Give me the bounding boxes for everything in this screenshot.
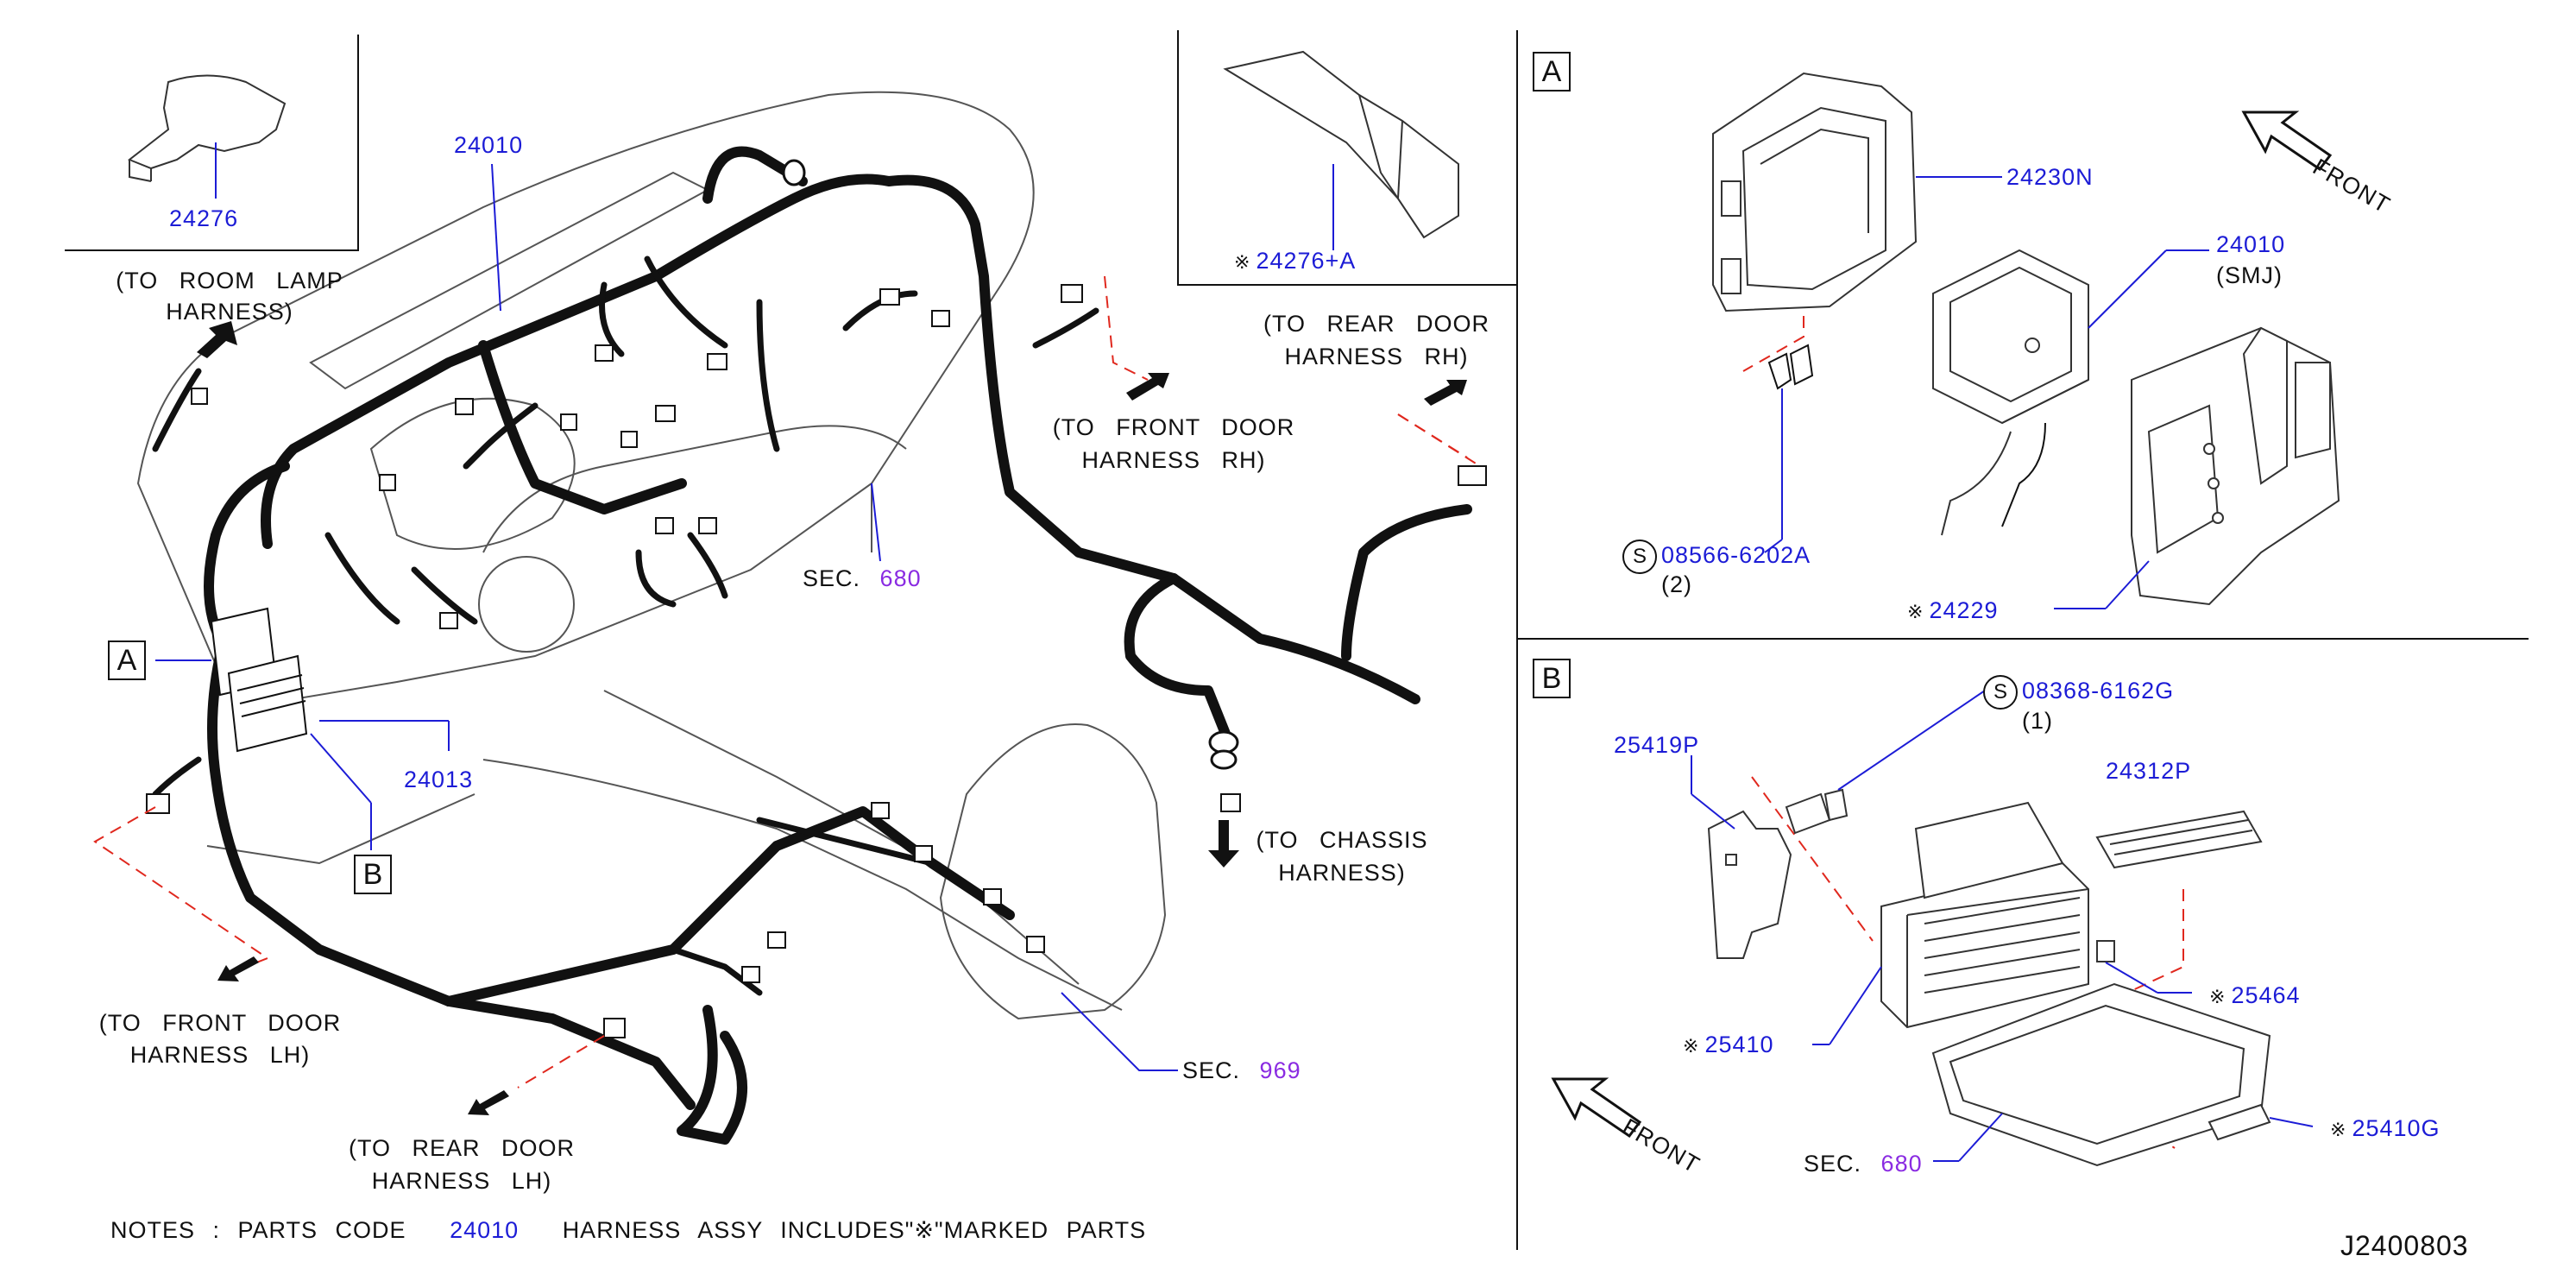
harness-branches [152, 256, 1099, 996]
panel-key-a: A [1533, 52, 1571, 92]
screw-symbol-b: S [1983, 675, 2018, 710]
note-rear-door-rh-line1: (TO REAR DOOR [1263, 311, 1490, 337]
part-24276a-drawing [1223, 50, 1459, 250]
dashboard-outline [136, 91, 1167, 1020]
direction-arrows [197, 321, 1467, 1115]
note-chassis-line2: HARNESS) [1278, 860, 1406, 886]
callout-24010-smj[interactable]: 24010 [2216, 231, 2286, 257]
ref-mark: ※ [2209, 986, 2226, 1007]
callout-25410[interactable]: ※25410 [1683, 1032, 1774, 1058]
junction-block-24013 [210, 607, 450, 850]
note-room-lamp-line2: HARNESS) [166, 299, 293, 325]
panel-key-b: B [1533, 659, 1571, 698]
smj-label: (SMJ) [2216, 262, 2283, 288]
part-24276-drawing [128, 74, 287, 199]
callout-25410g[interactable]: ※25410G [2330, 1115, 2441, 1142]
screw-symbol-a: S [1622, 540, 1657, 574]
note-front-door-rh-line2: HARNESS RH) [1081, 447, 1266, 473]
front-arrows [1551, 110, 2333, 1139]
sec-680-detail-b[interactable]: SEC. 680 [1804, 1151, 1923, 1177]
callout-25464-number[interactable]: 25464 [2231, 982, 2301, 1008]
dashed-reference-lines [93, 275, 2184, 1149]
note-room-lamp-line1: (TO ROOM LAMP [116, 268, 343, 293]
note-rear-door-lh-line1: (TO REAR DOOR [348, 1135, 575, 1161]
note-rear-door-lh-line2: HARNESS LH) [371, 1168, 552, 1194]
sec-680-number[interactable]: 680 [879, 565, 922, 591]
callout-25419p[interactable]: 25419P [1614, 732, 1700, 758]
detail-key-b[interactable]: B [354, 855, 392, 894]
notes-suffix: HARNESS ASSY INCLUDES"※"MARKED PARTS [562, 1217, 1147, 1243]
callout-24276a[interactable]: ※24276+A [1234, 248, 1356, 274]
sec-label: SEC. [1182, 1057, 1241, 1083]
callout-08566-qty: (2) [1661, 571, 1692, 597]
notes-code[interactable]: 24010 [450, 1217, 520, 1243]
callout-24229[interactable]: ※24229 [1907, 597, 1999, 624]
note-front-door-lh-line1: (TO FRONT DOOR [98, 1010, 342, 1036]
note-front-door-lh-line2: HARNESS LH) [129, 1042, 311, 1068]
callout-24013[interactable]: 24013 [404, 767, 474, 792]
main-harness [204, 146, 1472, 1145]
callout-24229-number[interactable]: 24229 [1929, 597, 1999, 623]
callout-08368-qty: (1) [2022, 708, 2053, 734]
sec-969-number[interactable]: 969 [1259, 1057, 1301, 1083]
sec-969[interactable]: SEC. 969 [1182, 1057, 1301, 1084]
ref-mark: ※ [2330, 1119, 2347, 1140]
ref-mark: ※ [1234, 251, 1251, 273]
sec-680b-number[interactable]: 680 [1880, 1151, 1923, 1177]
sec-label: SEC. [803, 565, 861, 591]
callout-08566[interactable]: 08566-6202A [1661, 542, 1811, 568]
note-front-door-rh-line1: (TO FRONT DOOR [1052, 414, 1295, 440]
diagram-id: J2400803 [2340, 1230, 2469, 1261]
callout-25464[interactable]: ※25464 [2209, 982, 2301, 1009]
ref-mark: ※ [1683, 1035, 1700, 1057]
parts-code-note: NOTES : PARTS CODE 24010 HARNESS ASSY IN… [110, 1217, 1146, 1244]
frame-lines [65, 30, 2529, 1250]
callout-24276[interactable]: 24276 [169, 205, 239, 231]
note-rear-door-rh-line2: HARNESS RH) [1284, 344, 1469, 369]
callout-25410-number[interactable]: 25410 [1704, 1032, 1774, 1057]
grommets [782, 159, 1239, 770]
sec-680-main[interactable]: SEC. 680 [803, 565, 922, 592]
detail-b-parts [1691, 690, 2314, 1167]
detail-a-parts [1712, 72, 2340, 609]
callout-24230n[interactable]: 24230N [2006, 164, 2094, 190]
callout-24010-main[interactable]: 24010 [454, 132, 524, 158]
callout-08368[interactable]: 08368-6162G [2022, 678, 2175, 704]
note-chassis-line1: (TO CHASSIS [1256, 827, 1428, 853]
sec-label: SEC. [1804, 1151, 1862, 1177]
detail-key-a[interactable]: A [108, 640, 146, 680]
callout-24276a-number[interactable]: 24276+A [1256, 248, 1357, 274]
ref-mark: ※ [1907, 601, 1924, 622]
connectors [146, 284, 1487, 1038]
callout-25410g-number[interactable]: 25410G [2352, 1115, 2441, 1141]
leader-lines [155, 163, 1178, 1071]
notes-prefix: NOTES : PARTS CODE [110, 1217, 406, 1243]
callout-24312p[interactable]: 24312P [2106, 758, 2192, 784]
